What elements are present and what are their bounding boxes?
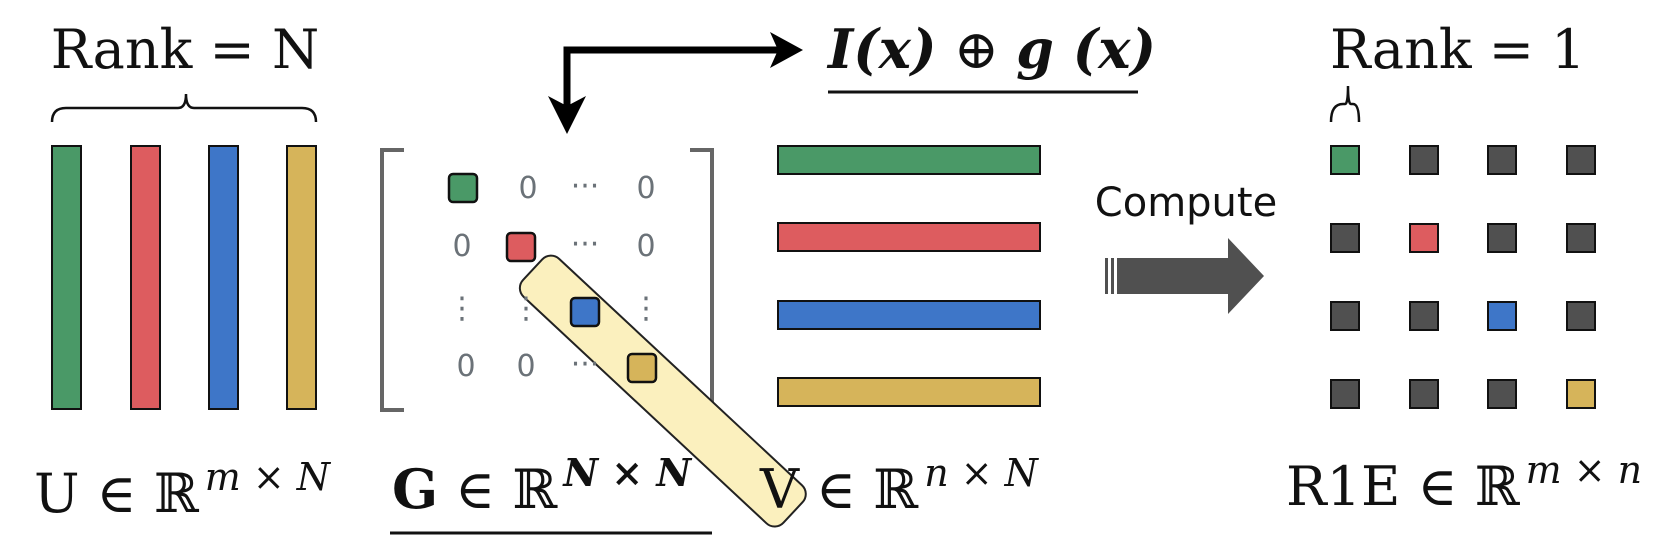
rank-1-label: Rank = 1 (1330, 18, 1586, 81)
result-cell (1566, 223, 1596, 253)
g-entry-r4c1: 0 (456, 349, 475, 384)
g-vdots-c1: ⋮ (447, 291, 477, 326)
operation-formula: I(x) ⊕ g (x) (826, 17, 1156, 81)
result-cell (1487, 145, 1517, 175)
u-column-blue (208, 145, 239, 410)
g-diag-red (505, 231, 537, 263)
u-column-green (51, 145, 82, 410)
g-matrix: 0 ··· 0 0 ··· 0 ⋮ ⋮ ⋮ 0 0 ··· (380, 148, 807, 528)
result-cell-diag-yellow (1566, 379, 1596, 409)
g-hdots-r1: ··· (571, 169, 600, 204)
rank-n-brace (50, 93, 318, 123)
result-cell (1566, 145, 1596, 175)
u-column-yellow (286, 145, 317, 410)
v-row-blue (777, 300, 1041, 330)
result-cell (1487, 223, 1517, 253)
result-cell (1330, 379, 1360, 409)
g-right-bracket (690, 148, 714, 412)
result-cell-diag-green (1330, 145, 1360, 175)
g-hdots-r2: ··· (571, 227, 600, 262)
g-left-bracket (380, 148, 404, 412)
result-cell (1409, 145, 1439, 175)
compute-label: Compute (1095, 180, 1277, 226)
g-entry-r4c2: 0 (516, 349, 535, 384)
result-cell (1566, 301, 1596, 331)
result-cell (1330, 301, 1360, 331)
g-entry-r2c4: 0 (636, 229, 655, 264)
result-cell-diag-blue (1487, 301, 1517, 331)
g-diag-green (447, 172, 479, 204)
result-cell (1409, 301, 1439, 331)
g-entry-r1c4: 0 (636, 171, 655, 206)
v-row-red (777, 222, 1041, 252)
g-vdots-c4: ⋮ (631, 291, 661, 326)
g-entry-r2c1: 0 (452, 229, 471, 264)
elbow-arrow (548, 32, 803, 134)
result-grid (1330, 145, 1596, 409)
result-cell (1330, 223, 1360, 253)
g-vdots-c2: ⋮ (511, 291, 541, 326)
g-diag-blue (569, 296, 601, 328)
result-cell-diag-red (1409, 223, 1439, 253)
result-cell (1409, 379, 1439, 409)
result-cell (1487, 379, 1517, 409)
u-column-red (130, 145, 161, 410)
v-matrix (777, 145, 1041, 407)
rank-n-label: Rank = N (51, 18, 319, 81)
v-row-green (777, 145, 1041, 175)
u-matrix (51, 145, 317, 410)
g-entry-r1c2: 0 (518, 171, 537, 206)
g-hdots-r4: ··· (571, 347, 600, 382)
compute-arrow (1105, 238, 1264, 314)
rank-1-brace (1329, 85, 1361, 123)
v-row-yellow (777, 377, 1041, 407)
g-diag-yellow (626, 352, 658, 384)
